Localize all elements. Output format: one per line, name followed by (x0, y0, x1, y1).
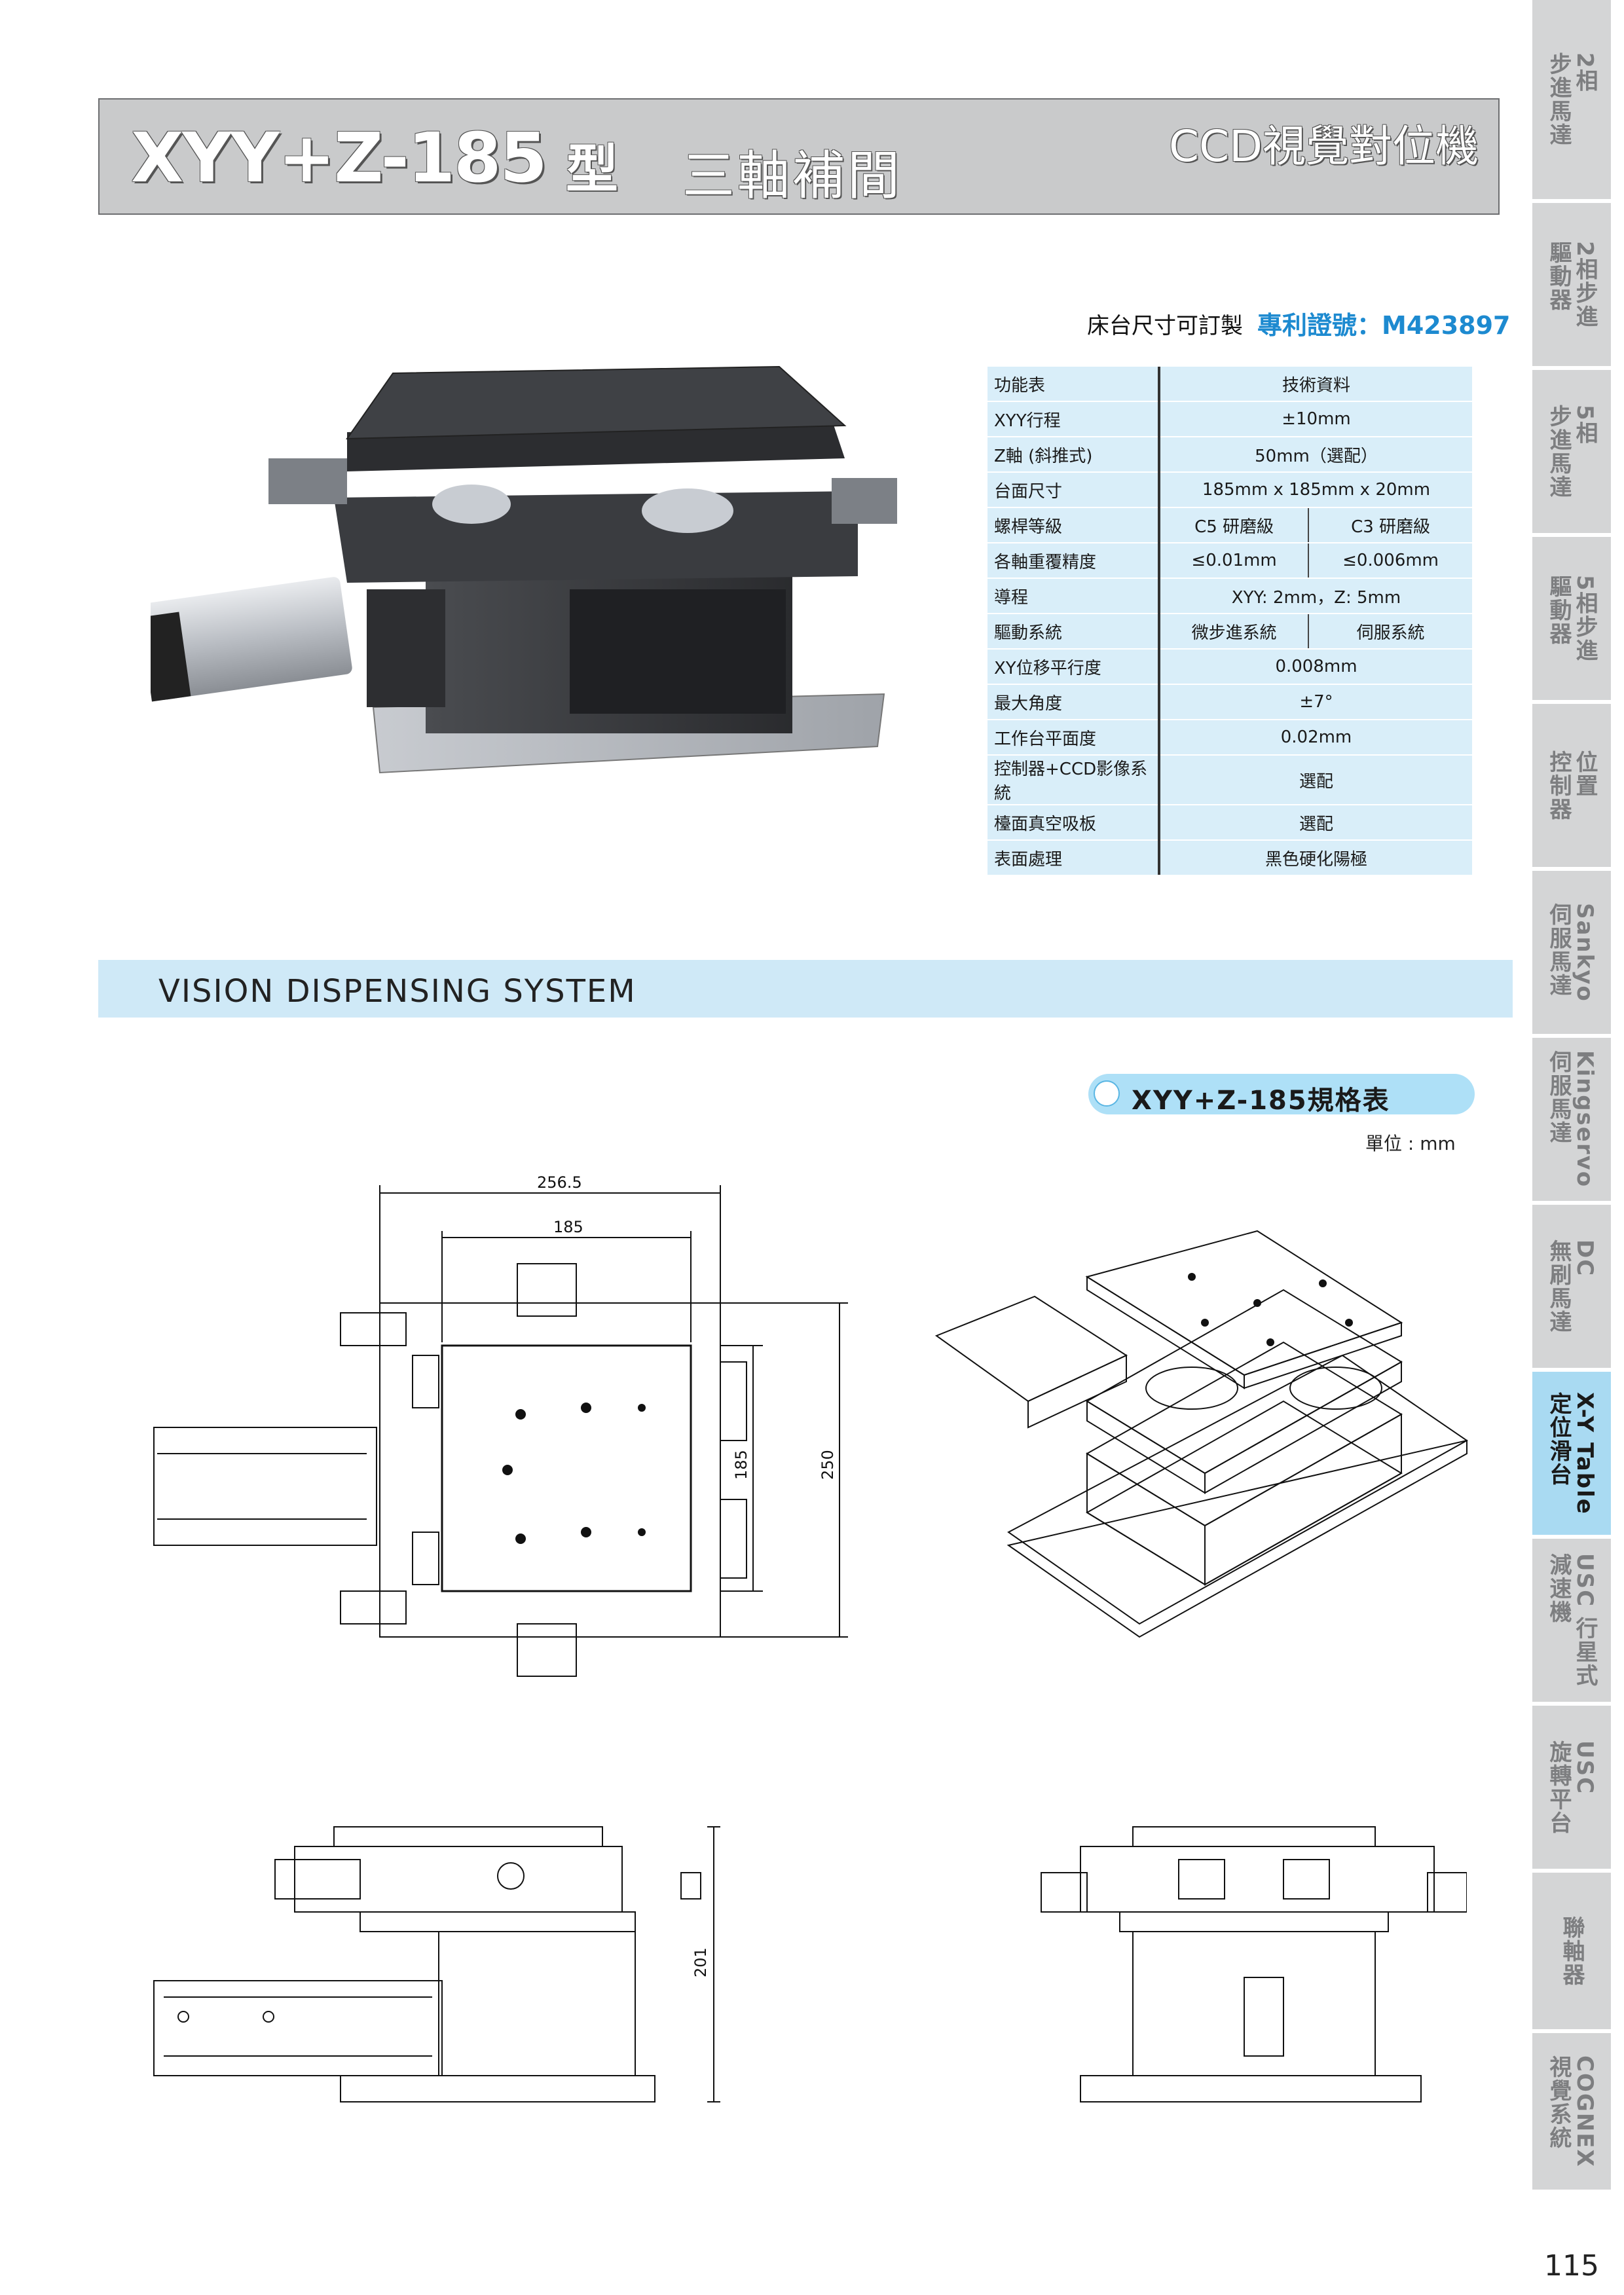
custom-size-note: 床台尺寸可訂製 (1087, 313, 1243, 339)
table-row: 驅動系統微步進系統伺服系統 (987, 614, 1472, 650)
table-row: XYY行程±10mm (987, 401, 1472, 437)
page-header: XYY+Z-185 型 三軸補間 CCD視覺對位機 (98, 98, 1500, 215)
tab-5phase-stepper-motor[interactable]: 5相步進馬達 (1532, 370, 1611, 537)
unit-label: 單位 : mm (1365, 1133, 1456, 1154)
bullet-icon (1094, 1080, 1120, 1107)
category-sidebar: 2相步進馬達 2相步進驅動器 5相步進馬達 5相步進驅動器 位置控制器 Sank… (1532, 0, 1624, 2194)
page-number: 115 (1544, 2249, 1599, 2283)
model-description: 三軸補間 (682, 145, 902, 206)
model-type-char: 型 (566, 139, 618, 200)
product-photo (151, 365, 897, 774)
top-view-drawing: 256.5 185 185 250 (153, 1173, 848, 1677)
dim-table-depth: 185 (732, 1450, 750, 1480)
tab-2phase-stepper-driver[interactable]: 2相步進驅動器 (1532, 203, 1611, 370)
table-row: 控制器+CCD影像系統選配 (987, 755, 1472, 805)
spec-heading: XYY+Z-185規格表 (1132, 1086, 1390, 1116)
spec-heading-pill: XYY+Z-185規格表 (1088, 1074, 1475, 1116)
tab-2phase-stepper-motor[interactable]: 2相步進馬達 (1532, 0, 1611, 203)
dim-table-width: 185 (553, 1218, 583, 1236)
dim-overall-depth: 250 (819, 1450, 837, 1480)
table-row: Z軸 (斜推式)50mm（選配） (987, 437, 1472, 473)
tab-usc-planetary-reducer[interactable]: USC 行星式減速機 (1532, 1539, 1611, 1706)
isometric-drawing (934, 1230, 1468, 1638)
front-view-drawing: 201 (153, 1826, 720, 2102)
dim-height: 201 (692, 1947, 710, 1977)
spec-table: 功能表技術資料 XYY行程±10mm Z軸 (斜推式)50mm（選配） 台面尺寸… (987, 367, 1472, 875)
table-row: 各軸重覆精度≤0.01mm≤0.006mm (987, 543, 1472, 579)
banner-title: VISION DISPENSING SYSTEM (158, 973, 637, 1010)
tab-5phase-stepper-driver[interactable]: 5相步進驅動器 (1532, 537, 1611, 704)
table-row: 表面處理黑色硬化陽極 (987, 840, 1472, 875)
table-row: 功能表技術資料 (987, 367, 1472, 402)
patent-number: 專利證號：M423897 (1257, 311, 1511, 340)
side-view-drawing (1041, 1826, 1467, 2102)
section-banner: VISION DISPENSING SYSTEM (98, 960, 1513, 1018)
category-title: CCD視覺對位機 (1169, 121, 1479, 172)
table-row: 檯面真空吸板選配 (987, 805, 1472, 841)
tab-coupling[interactable]: 聯軸器 (1532, 1873, 1611, 2033)
table-row: 最大角度±7° (987, 684, 1472, 720)
model-title: XYY+Z-185 (131, 118, 547, 198)
dim-overall-width: 256.5 (537, 1173, 582, 1192)
tab-position-controller[interactable]: 位置控制器 (1532, 704, 1611, 871)
